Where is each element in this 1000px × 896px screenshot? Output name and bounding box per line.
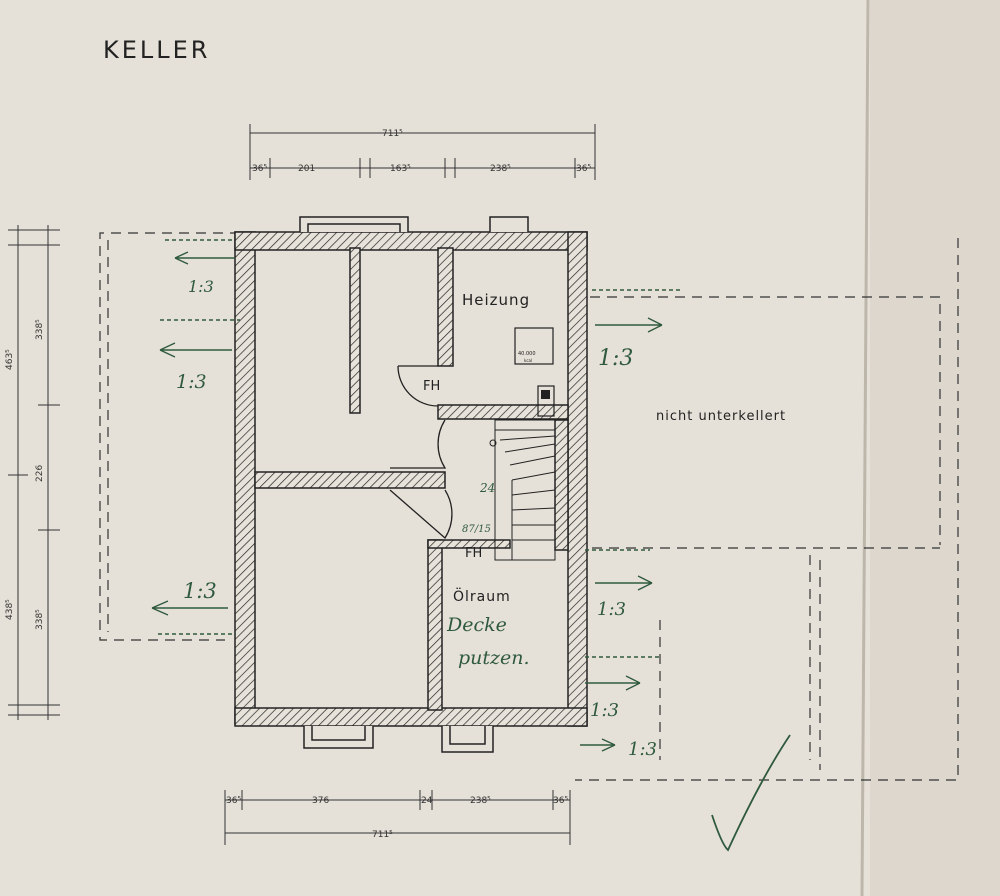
label-fh-upper: FH — [423, 379, 440, 394]
room-label-oelraum: Ölraum — [453, 587, 511, 605]
dim-left-e: 226 — [35, 465, 45, 482]
dim-bottom-seg3: 24 — [421, 796, 433, 806]
doors — [389, 365, 453, 539]
wall-oel-west — [427, 539, 443, 711]
dashed-outlines — [99, 232, 959, 781]
arrow-west-2 — [159, 342, 232, 358]
door-west-lower — [389, 489, 453, 539]
wall-west — [234, 231, 256, 725]
dim-top-total: 711⁵ — [382, 129, 403, 139]
plan-title: KELLER — [103, 36, 210, 64]
dim-left-c: 463⁵ — [5, 349, 15, 370]
arrow-west-3 — [151, 600, 228, 616]
boiler-unit: kcal — [524, 358, 532, 363]
wall-south — [234, 707, 588, 727]
wall-heizung-south — [437, 404, 569, 420]
arrow-east-3 — [585, 675, 641, 691]
slope-label-4: 1:3 — [598, 346, 633, 371]
dim-top-seg2: 201 — [298, 164, 315, 174]
dim-top-seg3: 163⁵ — [390, 164, 411, 174]
dim-left-a: 438⁵ — [5, 599, 15, 620]
dim-bottom-seg4: 238⁵ — [470, 796, 491, 806]
paper-sheet — [0, 0, 870, 896]
stair-note-24: 24 — [479, 481, 495, 495]
stair-note-ratio: 87/15 — [462, 524, 491, 535]
dim-top-seg5: 36⁵ — [576, 164, 591, 174]
slope-label-6: 1:3 — [590, 700, 619, 721]
arrow-west-1 — [174, 251, 235, 265]
slope-label-2: 1:3 — [176, 371, 207, 393]
slope-label-7: 1:3 — [628, 739, 657, 760]
arrow-east-4 — [580, 738, 616, 752]
door-west-upper — [390, 419, 447, 469]
top-dimensions — [249, 124, 596, 180]
wall-mid-horizontal — [254, 471, 446, 489]
arrow-east-1 — [595, 317, 663, 333]
check-mark — [711, 734, 791, 852]
wall-partition — [349, 247, 361, 414]
label-fh-lower: FH — [465, 546, 482, 561]
slope-hatch-marks — [158, 239, 680, 658]
chimney — [537, 385, 555, 417]
dim-bottom-seg2: 376 — [312, 796, 329, 806]
paper-fold — [860, 0, 870, 896]
building-walls — [234, 231, 588, 727]
boiler-box — [514, 327, 554, 365]
wall-oel-north — [427, 539, 511, 549]
staircase — [489, 419, 556, 561]
dim-bottom-seg5: 36⁵ — [553, 796, 568, 806]
wall-stair-east — [554, 419, 569, 551]
dim-left-b: 338⁵ — [35, 609, 45, 630]
chimney-flue — [541, 390, 550, 399]
handwritten-annotations — [151, 239, 791, 852]
dim-top-seg4: 238⁵ — [490, 164, 511, 174]
dim-bottom-seg1: 36⁵ — [226, 796, 241, 806]
dim-top-seg1: 36⁵ — [252, 164, 267, 174]
wall-heizung-west — [437, 247, 454, 367]
note-not-basement: nicht unterkellert — [656, 409, 786, 424]
door-heizung — [397, 365, 439, 407]
arrow-east-2 — [595, 575, 653, 591]
slope-label-5: 1:3 — [597, 599, 626, 620]
left-dimensions — [8, 225, 60, 720]
slope-label-1: 1:3 — [188, 277, 214, 296]
room-label-heizung: Heizung — [462, 291, 530, 309]
window-wells — [299, 216, 529, 753]
oel-note-line1: Decke — [446, 614, 507, 636]
oel-note-line2: putzen. — [458, 647, 530, 669]
paper-sheet-right — [870, 0, 1000, 896]
dim-left-d: 338⁵ — [35, 319, 45, 340]
wall-east — [567, 231, 588, 727]
slope-label-3: 1:3 — [183, 579, 217, 603]
dim-bottom-total: 711⁵ — [372, 830, 393, 840]
boiler-label: 40.000 — [518, 351, 536, 357]
wall-north — [234, 231, 588, 251]
bottom-dimensions — [224, 790, 571, 845]
